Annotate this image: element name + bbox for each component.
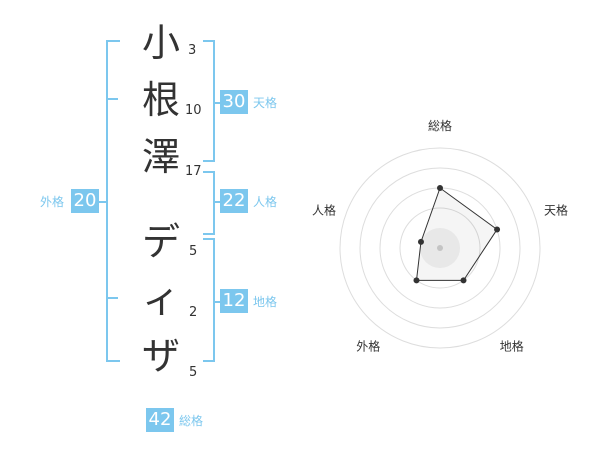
stroke-count-1: 3 (188, 43, 197, 58)
radar-polygon (415, 187, 498, 281)
radar-point-1 (437, 185, 443, 191)
radar-point-3 (460, 277, 467, 284)
radar-axis-label-5: 人格 (312, 202, 336, 217)
radar-center-dot (437, 245, 443, 251)
jinkaku-badge: 22 (220, 189, 248, 213)
tenkaku-connector (215, 102, 222, 104)
tenkaku-bracket (203, 40, 215, 162)
name-char-1: 小 (141, 21, 180, 65)
name-char-5: ィ (141, 277, 180, 321)
name-char-4: デ (141, 220, 180, 264)
stroke-count-4: 5 (189, 244, 198, 259)
tenkaku-badge: 30 (220, 90, 248, 114)
stroke-count-6: 5 (189, 365, 198, 380)
soukaku-label: 総格 (179, 414, 204, 428)
radar-point-2 (494, 226, 501, 233)
stroke-count-3: 17 (185, 164, 202, 179)
tenkaku-label: 天格 (253, 96, 278, 110)
name-char-3: 澤 (141, 135, 180, 179)
radar-ring (339, 147, 541, 349)
chikaku-label: 地格 (253, 295, 278, 309)
chikaku-connector (215, 301, 222, 303)
gaikaku-bracket-tick-2 (106, 297, 118, 299)
gaikaku-bracket-tick-1 (106, 98, 118, 100)
stroke-count-5: 2 (189, 305, 198, 320)
radar-axis-label-1: 総格 (428, 118, 452, 133)
gaikaku-bracket-connector (97, 201, 106, 203)
radar-axis-label-2: 天格 (544, 202, 568, 217)
jinkaku-bracket (203, 171, 215, 235)
gaikaku-badge: 20 (71, 189, 99, 213)
radar-axis-label-4: 外格 (356, 339, 380, 354)
name-char-2: 根 (141, 78, 180, 122)
jinkaku-label: 人格 (253, 195, 278, 209)
gaikaku-label: 外格 (40, 195, 65, 209)
radar-ring (399, 207, 481, 289)
radar-axis-label-3: 地格 (500, 339, 524, 354)
radar-ring (359, 167, 521, 329)
stroke-count-2: 10 (185, 103, 202, 118)
soukaku-badge: 42 (146, 408, 174, 432)
jinkaku-connector (215, 201, 222, 203)
chikaku-bracket (203, 238, 215, 362)
name-char-6: ザ (141, 334, 180, 378)
radar-point-5 (417, 238, 424, 245)
radar-point-4 (413, 277, 420, 284)
chikaku-badge: 12 (220, 289, 248, 313)
gaikaku-bracket (106, 40, 120, 362)
